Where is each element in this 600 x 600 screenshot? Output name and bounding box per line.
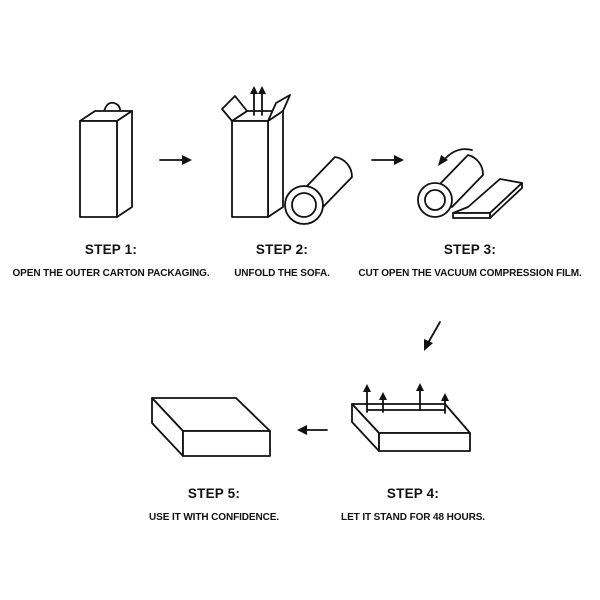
expanding-cushion-icon (351, 383, 471, 452)
step-1-title: STEP 1: (84, 242, 138, 257)
open-box-roll-icon (221, 86, 353, 225)
step-5-title: STEP 5: (187, 486, 241, 501)
step-5-description: USE IT WITH CONFIDENCE. (149, 512, 279, 523)
step-4-description: LET IT STAND FOR 48 HOURS. (341, 512, 485, 523)
step-1-description: OPEN THE OUTER CARTON PACKAGING. (12, 268, 210, 279)
step-2-title: STEP 2: (255, 242, 309, 257)
flat-cushion-icon (151, 397, 271, 457)
arrow-right-icon (371, 155, 404, 165)
step-2-description: UNFOLD THE SOFA. (234, 268, 330, 279)
step-4-title: STEP 4: (386, 486, 440, 501)
arrow-left-icon (297, 425, 328, 435)
arrow-down-left-icon (424, 321, 441, 351)
step-3-title: STEP 3: (443, 242, 497, 257)
carton-box-icon (79, 101, 133, 218)
step-3-description: CUT OPEN THE VACUUM COMPRESSION FILM. (358, 268, 582, 279)
arrow-right-icon (159, 155, 192, 165)
unrolling-film-icon (417, 148, 523, 219)
